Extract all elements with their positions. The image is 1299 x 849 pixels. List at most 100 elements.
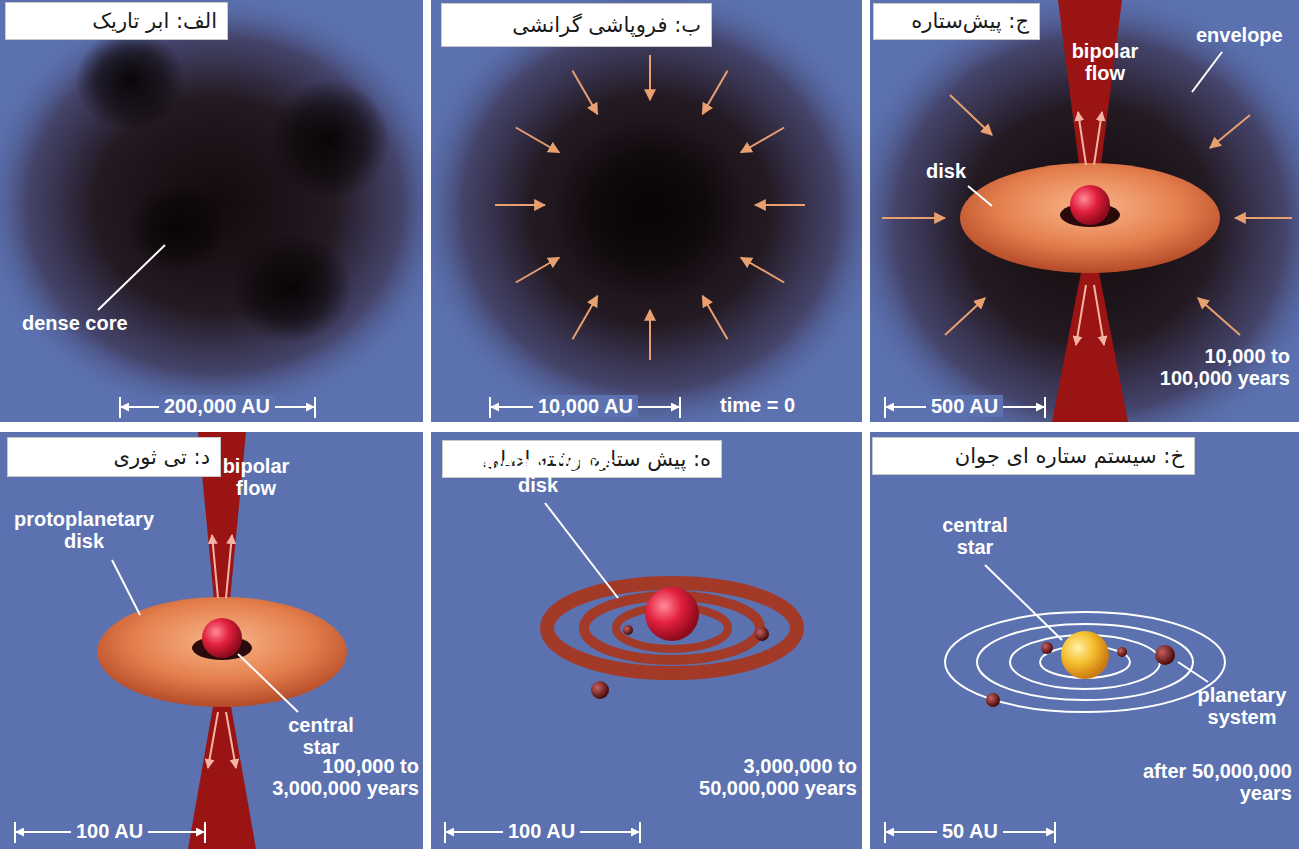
line-shape [1210, 115, 1250, 148]
line-shape [516, 128, 559, 153]
line-shape [208, 712, 218, 768]
line-shape [1054, 822, 1056, 843]
line-shape [14, 822, 16, 843]
panel-title-box: ج: پیش‌ستاره [873, 3, 1040, 40]
circle-shape [755, 627, 769, 641]
ellipse-shape [870, 0, 1299, 422]
debris-disk-scene [545, 503, 797, 699]
circle-shape [645, 587, 699, 641]
line-shape [679, 397, 681, 418]
line-shape [741, 128, 784, 153]
line-shape [985, 565, 1062, 640]
ellipse-shape [0, 0, 423, 420]
part-label: bipolar flow [214, 455, 298, 500]
circle-shape [202, 618, 242, 658]
line-shape [1094, 285, 1104, 345]
collapsing-core [431, 0, 862, 422]
line-shape [703, 296, 728, 339]
time-note: 3,000,000 to 50,000,000 years [677, 755, 857, 800]
line-shape [573, 71, 598, 114]
circle-shape [986, 693, 1000, 707]
line-shape [884, 397, 886, 418]
time-note: time = 0 [720, 394, 795, 416]
line-shape [945, 298, 985, 335]
panel-title-box: خ: سیستم ستاره ای جوان [872, 437, 1195, 475]
line-shape [98, 245, 165, 310]
line-shape [1178, 662, 1208, 682]
dimension: 100 AU [71, 820, 148, 842]
line-shape [204, 822, 206, 843]
panel-title: الف: ابر تاریک [16, 7, 217, 35]
infall-arrows [495, 55, 805, 360]
dimension: 10,000 AU [533, 395, 638, 417]
panel-title-box: ب: فروپاشی گرانشی [441, 3, 712, 47]
panel-title: د: تی ثوری [18, 442, 210, 472]
polygon-shape [188, 695, 256, 849]
planetary-system-scene [945, 565, 1225, 712]
line-shape [119, 397, 121, 418]
rect-shape [870, 432, 1299, 849]
line-shape [226, 712, 236, 768]
time-note: 100,000 to 3,000,000 years [254, 755, 419, 800]
line-shape [1198, 298, 1240, 335]
line-shape [649, 55, 651, 100]
line-shape [882, 217, 945, 219]
line-shape [212, 535, 218, 598]
panel-title-box: د: تی ثوری [7, 437, 221, 477]
circle-shape [1070, 185, 1110, 225]
dimension: 100 AU [503, 820, 580, 842]
dimension: 200,000 AU [159, 395, 275, 417]
protostar-scene [870, 0, 1299, 422]
line-shape [968, 186, 992, 206]
part-label: disk [926, 160, 966, 182]
ellipse-shape [232, 233, 352, 343]
line-shape [884, 822, 886, 843]
ellipse-shape [960, 163, 1220, 273]
dark-cloud [0, 0, 423, 420]
ellipse-shape [128, 183, 228, 273]
line-shape [314, 397, 316, 418]
panel-title-box: الف: ابر تاریک [5, 2, 228, 40]
g-shape [208, 535, 236, 768]
line-shape [1192, 52, 1222, 92]
dimension: 50 AU [937, 820, 1003, 842]
line-shape [639, 822, 641, 843]
line-shape [545, 503, 618, 598]
line-shape [226, 535, 232, 598]
circle-shape [623, 625, 633, 635]
line-shape [1078, 112, 1086, 165]
panel-title: ب: فروپاشی گرانشی [452, 8, 701, 42]
circle-shape [1117, 647, 1127, 657]
part-label: envelope [1196, 24, 1283, 46]
ellipse-shape [945, 612, 1225, 712]
line-shape [573, 296, 598, 339]
ellipse-shape [431, 0, 862, 422]
ellipse-shape [555, 120, 745, 300]
line-shape [516, 258, 559, 283]
part-label: dense core [22, 312, 128, 334]
part-label: bipolar flow [1063, 40, 1147, 85]
circle-shape [1155, 645, 1175, 665]
line-shape [703, 71, 728, 114]
line-shape [444, 822, 446, 843]
line-shape [112, 560, 140, 615]
panel-title: ج: پیش‌ستاره [884, 8, 1029, 35]
ellipse-shape [977, 624, 1193, 700]
circle-shape [1061, 631, 1109, 679]
polygon-shape [1052, 262, 1128, 422]
part-label: central star [930, 514, 1020, 559]
part-label: planetary system [1190, 684, 1294, 729]
ellipse-shape [97, 597, 347, 707]
ellipse-shape [75, 30, 185, 130]
line-shape [495, 204, 545, 206]
circle-shape [1041, 642, 1053, 654]
g-shape [882, 95, 1292, 335]
line-shape [238, 654, 298, 712]
line-shape [755, 204, 805, 206]
line-shape [741, 258, 784, 283]
time-note: after 50,000,000 years [1127, 760, 1292, 805]
rect-shape [0, 432, 423, 849]
